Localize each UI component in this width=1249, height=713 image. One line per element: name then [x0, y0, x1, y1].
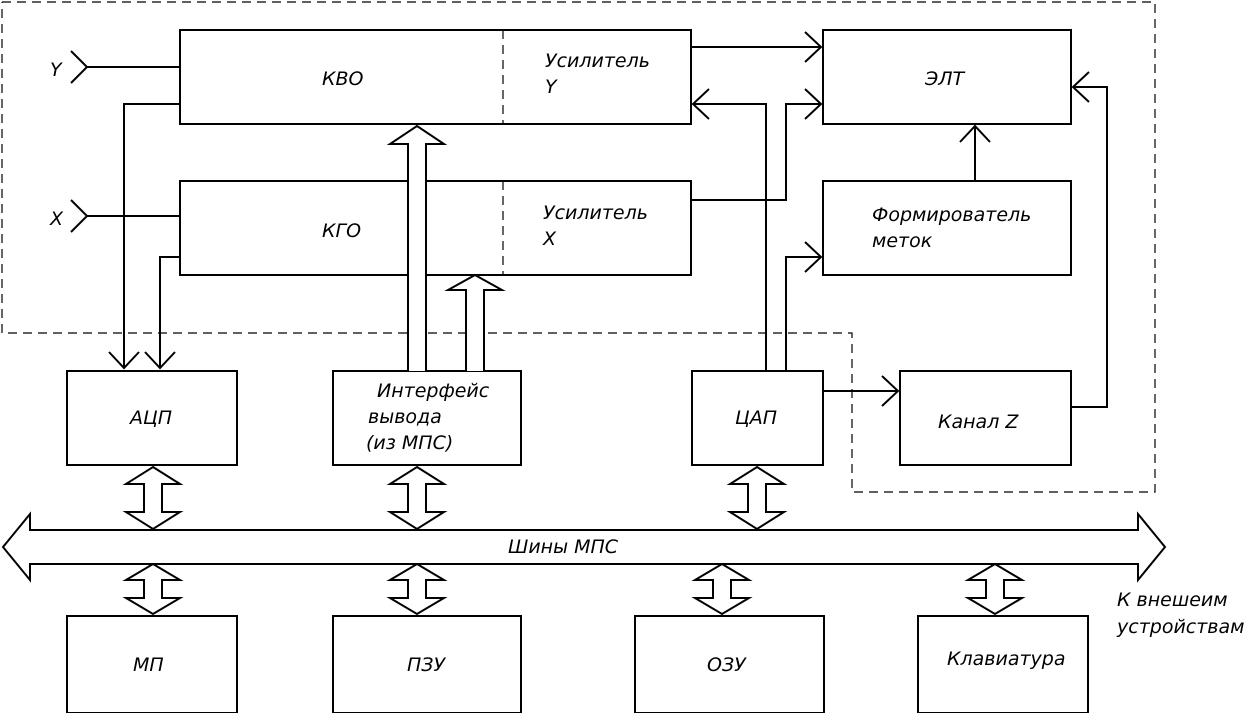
connection-formirovatel-elt — [959, 124, 991, 181]
elt-block: ЭЛТ — [822, 29, 1072, 125]
pzu-block: ПЗУ — [332, 615, 522, 713]
interface-label-2: вывода — [368, 406, 442, 428]
connection-cap-formirovatel — [785, 241, 823, 371]
formirovatel-label-1: Формирователь — [872, 204, 1031, 226]
kanal-z-block: Канал Z — [899, 370, 1072, 466]
bus-link-interface — [386, 465, 448, 531]
kanal-z-label: Канал Z — [938, 411, 1019, 433]
bus-label: Шины МПС — [508, 536, 619, 558]
bus-link-cap — [726, 465, 788, 531]
usil-y-label-1: Усилитель — [545, 50, 650, 72]
oscilloscope-boundary — [1, 1, 1156, 493]
connection-kanal-z-elt — [1071, 71, 1108, 408]
klaviatura-block: Клавиатура — [917, 615, 1089, 713]
connection-cap-kanal-z — [823, 375, 900, 407]
external-label-1: К внешеим — [1117, 589, 1228, 611]
acp-label: АЦП — [128, 407, 172, 429]
klaviatura-label: Клавиатура — [947, 648, 1065, 670]
connection-interface-kgo — [444, 273, 506, 371]
usil-x-label-1: Усилитель — [543, 202, 648, 224]
elt-label: ЭЛТ — [924, 68, 966, 90]
input-y: Y — [50, 50, 180, 84]
connection-cap-kvo — [691, 88, 767, 371]
ozu-block: ОЗУ — [634, 615, 825, 713]
connection-usil-x-elt — [691, 88, 823, 201]
usil-x-label-2: X — [542, 228, 557, 250]
external-label-2: устройствам — [1116, 616, 1244, 638]
input-x: X — [49, 199, 180, 233]
kvo-label: КВО — [322, 68, 364, 90]
connection-interface-kvo — [386, 124, 448, 371]
input-y-label: Y — [50, 59, 63, 81]
connection-kgo-acp — [144, 256, 180, 370]
cap-label: ЦАП — [735, 407, 777, 429]
bus-link-acp — [122, 465, 184, 531]
mp-block: МП — [66, 615, 238, 713]
bus-link-pzu — [386, 562, 448, 616]
interface-block: Интерфейс вывода (из МПС) — [332, 370, 522, 466]
bus-link-ozu — [691, 562, 753, 616]
kvo-block: КВО Усилитель Y — [179, 29, 692, 125]
mps-bus: Шины МПС — [1, 511, 1167, 583]
input-x-label: X — [49, 208, 64, 230]
mp-label: МП — [133, 654, 164, 676]
formirovatel-block: Формирователь меток — [822, 180, 1072, 276]
acp-block: АЦП — [66, 370, 238, 466]
bus-link-klaviatura — [964, 562, 1026, 616]
pzu-label: ПЗУ — [407, 654, 446, 676]
bus-link-mp — [122, 562, 184, 616]
kgo-label: КГО — [322, 220, 361, 242]
cap-block: ЦАП — [691, 370, 824, 466]
ozu-label: ОЗУ — [707, 654, 747, 676]
formirovatel-label-2: меток — [872, 230, 933, 252]
interface-label-3: (из МПС) — [366, 432, 453, 454]
connection-kvo-acp — [108, 103, 180, 370]
kgo-block: КГО Усилитель X — [179, 180, 692, 276]
usil-y-label-2: Y — [545, 76, 558, 98]
interface-label-1: Интерфейс — [377, 380, 490, 402]
connection-usil-y-elt — [691, 31, 823, 63]
